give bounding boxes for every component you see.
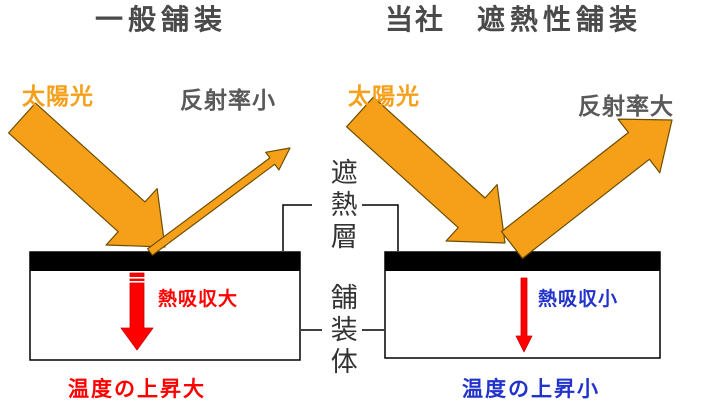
reflectance-small-label: 反射率小 [180,87,276,113]
sunlight-label-right: 太陽光 [348,83,420,109]
sunlight-arrow-right [346,96,506,244]
reflection-arrow-right [500,118,673,259]
pavement-body-label: 舗装体 [326,283,357,379]
sunlight-arrow-left [8,102,166,248]
title-company: 当社 [385,4,446,35]
heat-absorption-arrow-right [515,277,533,353]
arrow-stripe [129,281,145,283]
reflection-arrow-left [147,147,291,256]
heat-absorption-large-label: 熱吸収大 [158,289,239,310]
title-general-pavement: 一般舗装 [95,4,228,35]
surface-shield-layer-right [385,252,660,271]
shield-layer-leader-right [362,204,399,251]
heat-absorption-small-label: 熱吸収小 [538,289,619,310]
shield-layer-label: 遮熱層 [326,158,357,254]
arrow-stripe [129,277,145,279]
sunlight-label-left: 太陽光 [22,83,94,109]
shield-layer-leader-left [282,204,312,251]
title-heat-shield-pavement: 遮熱性舗装 [477,4,643,35]
temperature-rise-large-label: 温度の上昇大 [68,378,206,401]
surface-shield-layer-left [30,252,300,271]
reflectance-large-label: 反射率大 [578,93,674,119]
temperature-rise-small-label: 温度の上昇小 [462,378,600,401]
